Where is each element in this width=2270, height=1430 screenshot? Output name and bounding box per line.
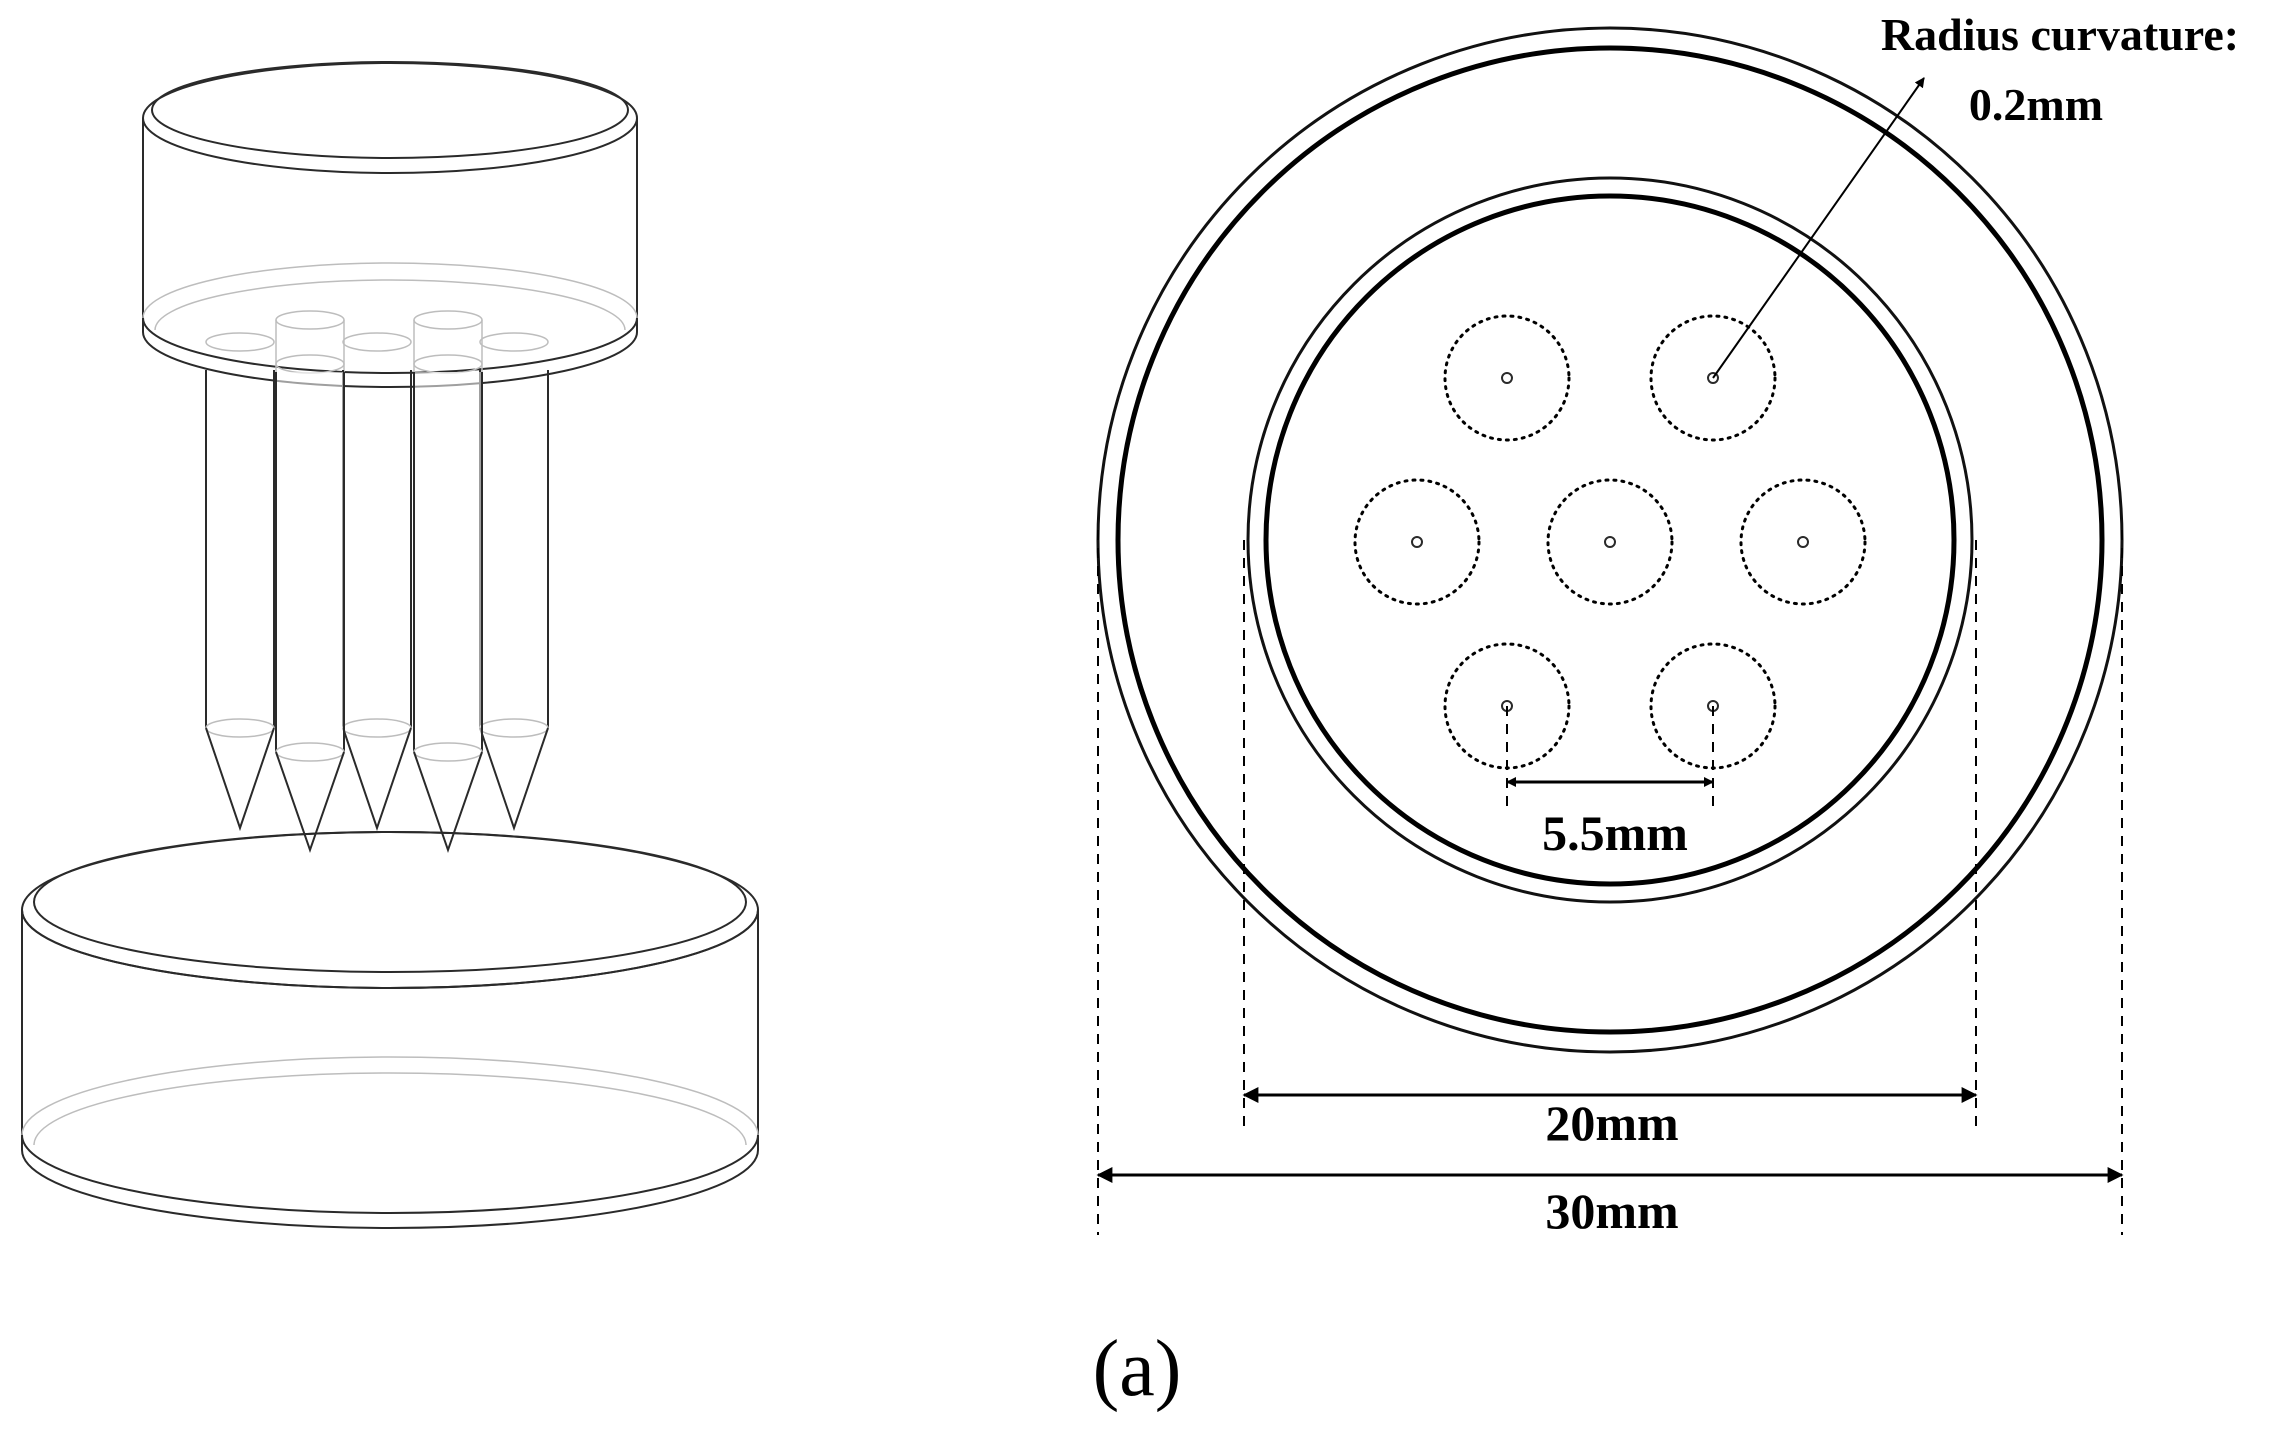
pin-top-right <box>1649 314 1777 442</box>
pitch-dimension <box>1506 706 1714 808</box>
needle-center <box>342 370 412 832</box>
top-view: Radius curvature: 0.2mm 5.5mm 20mm 30mm <box>1096 9 2239 1239</box>
needle-middle-right <box>479 370 549 832</box>
inner-diameter-dimension <box>1242 540 1978 1130</box>
inner-rim-circle <box>1246 176 1974 904</box>
needle-front-left <box>275 372 345 854</box>
outer-diameter-dimension <box>1096 530 2124 1235</box>
needle-front-right <box>413 372 483 854</box>
ground-plate-cylinder <box>21 831 759 1229</box>
needle-electrodes <box>205 320 549 854</box>
radius-curvature-value: 0.2mm <box>1969 79 2103 130</box>
upper-holder-cylinder <box>142 61 638 388</box>
inner-diameter-label: 20mm <box>1545 1095 1678 1151</box>
outer-rim-circle <box>1096 26 2124 1054</box>
inner-ring-circle <box>1263 193 1957 887</box>
figure-caption: (a) <box>1093 1325 1182 1413</box>
needle-middle-left <box>205 370 275 832</box>
outer-ring-circle <box>1115 45 2105 1035</box>
pin-center <box>1546 478 1674 606</box>
pitch-label: 5.5mm <box>1542 805 1688 861</box>
pin-middle-left <box>1353 478 1481 606</box>
isometric-view <box>21 61 759 1229</box>
radius-curvature-title: Radius curvature: <box>1881 9 2239 60</box>
radius-leader-arrow <box>1712 77 1925 379</box>
pin-footprints <box>1353 314 1867 770</box>
pin-top-left <box>1443 314 1571 442</box>
outer-diameter-label: 30mm <box>1545 1183 1678 1239</box>
pin-middle-right <box>1739 478 1867 606</box>
